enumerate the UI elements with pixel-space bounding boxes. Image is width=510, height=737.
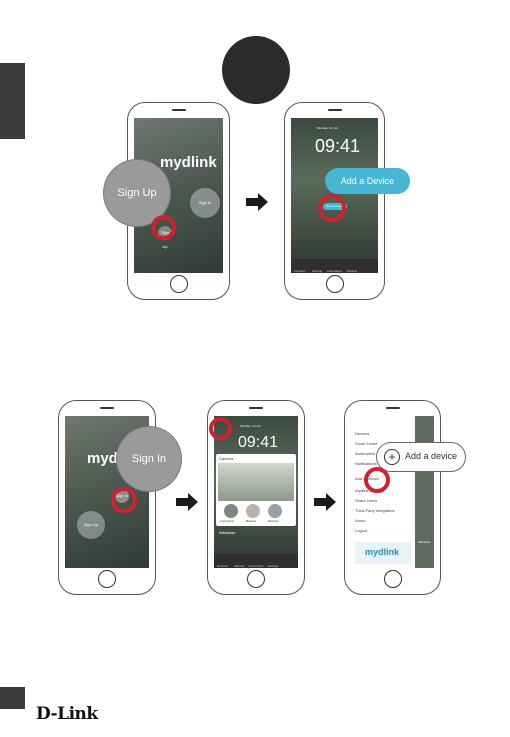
tab-devices[interactable]: Devices <box>294 269 306 273</box>
home-button <box>383 570 402 588</box>
menu-item-automation[interactable]: Automation <box>355 451 376 456</box>
menu-item-integration[interactable]: Third-Party Integration <box>355 508 395 513</box>
tab-devices[interactable]: Devices <box>217 564 228 568</box>
arrow-right-icon <box>176 493 198 511</box>
phone-speaker <box>249 407 263 409</box>
plus-icon: + <box>384 449 400 465</box>
menu-item-notifications[interactable]: Notifications <box>355 461 377 466</box>
camera-thumb-2[interactable] <box>246 504 260 518</box>
sign-in-button[interactable]: Sign In <box>190 188 220 218</box>
dlink-logo: D-Link <box>36 704 98 724</box>
add-device-label: Add a device <box>405 451 458 461</box>
menu-mydlink-logo: mydlink <box>365 547 400 557</box>
home-button <box>325 275 344 293</box>
tab-automation[interactable]: Automation <box>248 564 264 568</box>
tab-settings[interactable]: Settings <box>346 269 358 273</box>
add-device-callout: + Add a device <box>376 442 466 472</box>
phone-speaker <box>385 407 400 409</box>
add-device-callout: Add a Device <box>325 168 410 194</box>
home-screen: Monday, 10 Jun 09:41 Camera Living Room … <box>214 416 298 568</box>
sign-in-callout: Sign In <box>117 427 181 491</box>
phone-home-bottom: Monday, 10 Jun 09:41 Camera Living Room … <box>207 400 305 595</box>
camera-preview[interactable] <box>218 463 294 501</box>
side-label: Windows <box>418 540 431 544</box>
phone-speaker <box>171 109 186 111</box>
camera-section-title: Camera <box>219 456 234 461</box>
highlight-ring <box>364 467 390 493</box>
phone-speaker <box>327 109 342 111</box>
highlight-ring <box>209 417 232 440</box>
date-header: Monday, 10 Jun <box>240 424 262 428</box>
tab-alerting[interactable]: Alerting <box>234 564 245 568</box>
phone-speaker <box>100 407 114 409</box>
sign-up-button[interactable]: Sign Up <box>77 511 105 539</box>
language-tab-top <box>0 63 25 139</box>
home-button <box>247 570 265 588</box>
highlight-ring <box>151 215 176 240</box>
menu-item-smart-home[interactable]: Smart Home <box>355 441 378 446</box>
camera-card: Camera Living Room Bedroom Backyard <box>216 454 296 526</box>
date-header: Monday, 10 Jun <box>317 126 339 130</box>
background-strip <box>415 416 434 568</box>
camera-thumb-1[interactable] <box>224 504 238 518</box>
camera-label-3: Backyard <box>268 520 279 523</box>
menu-screen: Devices Smart Home Automation Notificati… <box>351 416 434 568</box>
menu-item-devices[interactable]: Devices <box>355 431 370 436</box>
home-button <box>98 570 116 588</box>
menu-item-logout[interactable]: Logout <box>355 528 368 533</box>
step-badge <box>222 36 290 104</box>
menu-item-share-users[interactable]: Share Users <box>355 498 378 503</box>
mydlink-logo: mydlink <box>160 154 217 171</box>
clock-time: 09:41 <box>238 434 279 451</box>
windows-section-title: Windows <box>219 530 236 535</box>
arrow-right-icon <box>246 193 268 211</box>
tab-settings[interactable]: Settings <box>267 564 279 568</box>
home-button <box>169 275 188 293</box>
language-tab-bottom <box>0 687 25 709</box>
menu-item-about[interactable]: About <box>355 518 366 523</box>
camera-thumb-3[interactable] <box>268 504 282 518</box>
phone-menu: Devices Smart Home Automation Notificati… <box>344 400 441 595</box>
highlight-ring <box>111 487 137 513</box>
tab-alerting[interactable]: Alerting <box>312 269 323 273</box>
highlight-ring <box>318 194 346 222</box>
tab-automation[interactable]: Automation <box>326 269 343 273</box>
menu-logo-area <box>355 542 411 564</box>
clock-time: 09:41 <box>315 136 361 156</box>
camera-label-1: Living Room <box>220 520 234 523</box>
camera-label-2: Bedroom <box>246 520 257 523</box>
arrow-right-icon <box>314 493 336 511</box>
